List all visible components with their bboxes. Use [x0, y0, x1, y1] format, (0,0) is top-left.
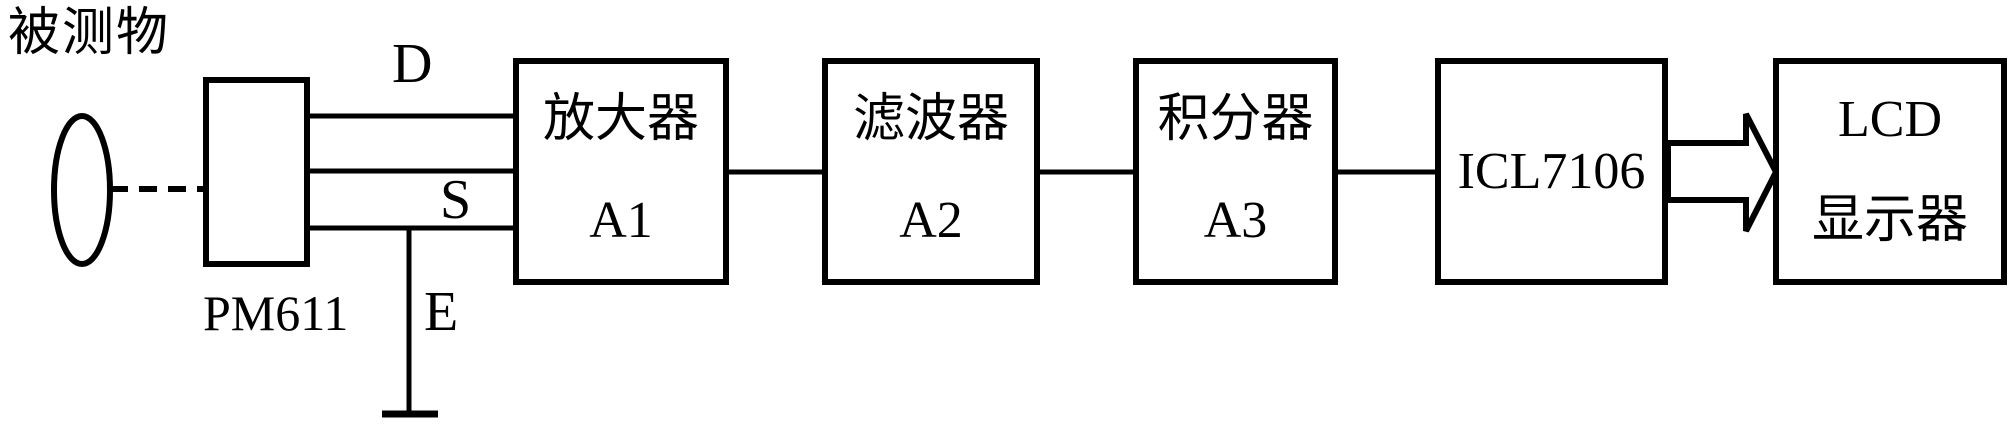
- adc-name: ICL7106: [1457, 142, 1646, 200]
- display-name: LCD: [1838, 91, 1942, 148]
- display-type: 显示器: [1811, 192, 1968, 249]
- filter-name: 滤波器: [852, 91, 1009, 148]
- sensor-label: PM611: [203, 285, 349, 341]
- filter-id: A2: [899, 192, 963, 249]
- pin-label-e: E: [424, 281, 459, 343]
- pin-label-d: D: [392, 33, 433, 95]
- measured-object-icon: [51, 113, 113, 267]
- integrator-name: 积分器: [1157, 91, 1314, 148]
- amplifier-id: A1: [589, 192, 653, 249]
- block-arrow-icon: [1665, 112, 1780, 233]
- integrator-id: A3: [1203, 192, 1268, 249]
- amplifier-box: 放大器 A1: [513, 58, 729, 285]
- display-box: LCD 显示器: [1773, 58, 2007, 285]
- pin-label-s: S: [440, 169, 472, 231]
- integrator-box: 积分器 A3: [1133, 58, 1338, 285]
- sensor-box: [203, 77, 310, 267]
- filter-box: 滤波器 A2: [822, 58, 1040, 285]
- amplifier-name: 放大器: [542, 91, 699, 148]
- adc-box: ICL7106: [1435, 58, 1668, 285]
- measured-object-label: 被测物: [8, 5, 171, 62]
